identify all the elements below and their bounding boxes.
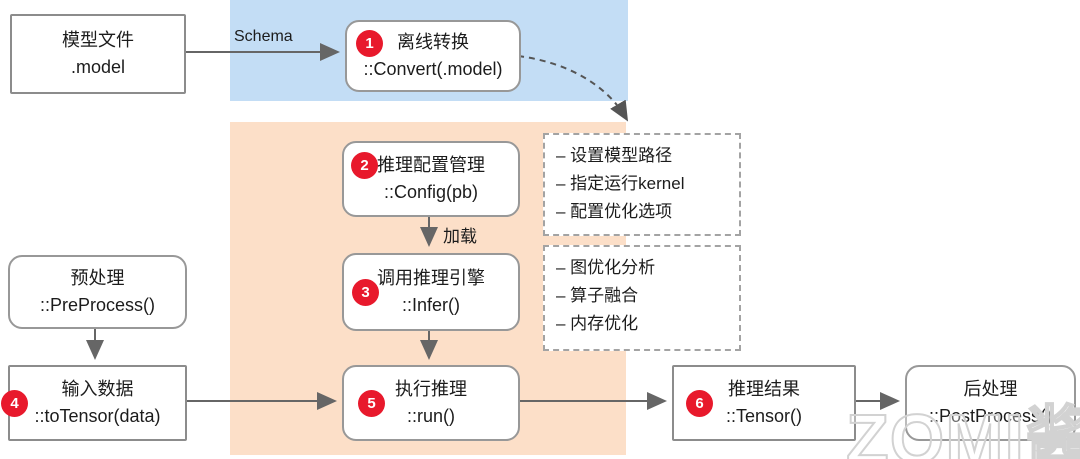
- node-title: 输入数据: [61, 379, 134, 399]
- node-title: 离线转换: [397, 32, 469, 52]
- node-title: 执行推理: [395, 379, 467, 399]
- step-badge-6: 6: [686, 389, 713, 417]
- edge-label-schema: Schema: [234, 28, 293, 45]
- edge-label-load: 加载: [443, 227, 477, 246]
- step-badge-1: 1: [356, 30, 383, 57]
- node-subtitle: ::Tensor(): [725, 406, 803, 426]
- note-convert-config: – 设置模型路径 – 指定运行kernel – 配置优化选项: [543, 133, 741, 236]
- node-result: 6 推理结果 ::Tensor(): [672, 365, 856, 441]
- note-item: – 内存优化: [556, 314, 639, 333]
- step-badge-2: 2: [351, 152, 378, 179]
- node-preprocess: 预处理 ::PreProcess(): [8, 255, 187, 329]
- node-title: 推理结果: [728, 379, 800, 399]
- node-subtitle: ::toTensor(data): [34, 406, 161, 426]
- node-subtitle: ::run(): [406, 406, 455, 426]
- node-convert: 1 离线转换 ::Convert(.model): [345, 20, 521, 92]
- node-title: 预处理: [70, 268, 125, 288]
- node-subtitle: ::PostProcess(): [928, 406, 1053, 426]
- node-config: 2 推理配置管理 ::Config(pb): [342, 141, 520, 217]
- node-subtitle: ::Infer(): [401, 295, 460, 315]
- note-item: – 算子融合: [556, 286, 639, 305]
- node-subtitle: ::PreProcess(): [39, 295, 156, 315]
- node-title: 后处理: [963, 379, 1018, 399]
- note-optimization: – 图优化分析 – 算子融合 – 内存优化: [543, 245, 741, 351]
- node-title: 模型文件: [62, 30, 134, 50]
- node-model-file: 模型文件 .model: [10, 14, 186, 94]
- note-item: – 指定运行kernel: [556, 174, 685, 193]
- node-subtitle: .model: [70, 57, 126, 77]
- note-item: – 图优化分析: [556, 258, 656, 277]
- node-subtitle: ::Convert(.model): [363, 59, 503, 79]
- note-item: – 配置优化选项: [556, 202, 673, 221]
- node-title: 推理配置管理: [377, 155, 485, 175]
- step-badge-5: 5: [358, 389, 385, 417]
- node-infer: 3 调用推理引擎 ::Infer(): [342, 253, 520, 331]
- step-badge-4: 4: [1, 389, 28, 417]
- node-title: 调用推理引擎: [377, 268, 485, 288]
- node-run: 5 执行推理 ::run(): [342, 365, 520, 441]
- node-input: 4 输入数据 ::toTensor(data): [1, 365, 187, 441]
- note-item: – 设置模型路径: [556, 146, 673, 165]
- node-postprocess: 后处理 ::PostProcess(): [905, 365, 1076, 441]
- step-badge-3: 3: [352, 278, 379, 306]
- node-subtitle: ::Config(pb): [383, 182, 479, 202]
